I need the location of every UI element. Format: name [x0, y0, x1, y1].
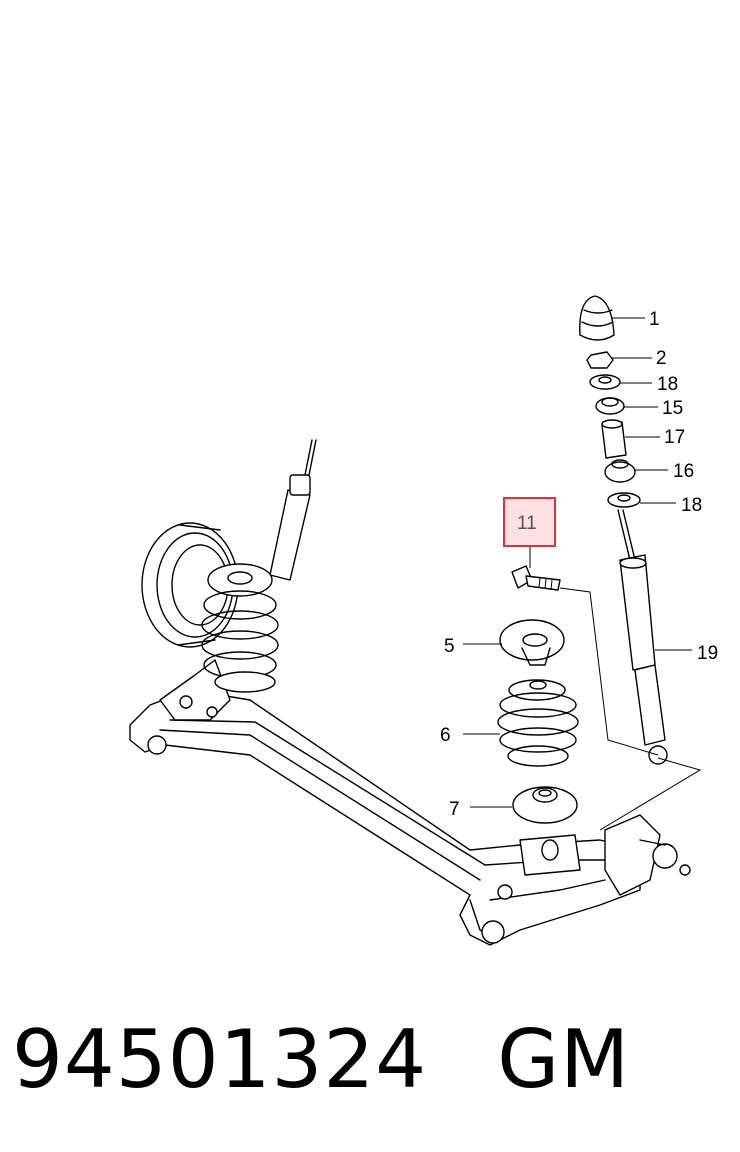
nut: [586, 351, 614, 369]
bump-stop: [579, 295, 615, 341]
rubber-bushing-upper: [595, 397, 625, 415]
washer-top: [589, 374, 621, 390]
axle-beam: [129, 659, 691, 946]
spring-seat-upper: [499, 619, 565, 666]
leader-lines: [463, 317, 702, 831]
callout-16: 16: [673, 461, 694, 482]
part-number-caption: 94501324 GM: [12, 1010, 630, 1110]
coil-spring: [497, 679, 579, 767]
washer-bottom: [607, 492, 641, 508]
callout-6: 6: [440, 725, 451, 746]
callout-labels: 1 2 18 15 17 16 18 11 5 19 6 7: [440, 309, 718, 820]
spring-insulator-lower: [512, 786, 578, 824]
callout-17: 17: [664, 427, 685, 448]
callout-11-highlight-box: [503, 497, 556, 547]
part-number: 94501324: [12, 1013, 428, 1106]
callout-1: 1: [649, 309, 660, 330]
callout-5: 5: [444, 636, 455, 657]
left-coil-spring: [201, 563, 279, 693]
callout-19: 19: [697, 643, 718, 664]
callout-11: 11: [517, 513, 537, 534]
callout-15: 15: [662, 398, 683, 419]
callout-18b: 18: [681, 495, 702, 516]
callout-18a: 18: [657, 374, 678, 395]
callout-2: 2: [656, 348, 667, 369]
rubber-bushing-lower: [604, 459, 636, 483]
left-shock-absorber: [269, 439, 317, 581]
brand-name: GM: [497, 1013, 631, 1106]
bolt: [511, 565, 561, 591]
spacer-sleeve: [601, 419, 627, 459]
callout-7: 7: [449, 799, 460, 820]
shock-absorber: [617, 509, 668, 765]
